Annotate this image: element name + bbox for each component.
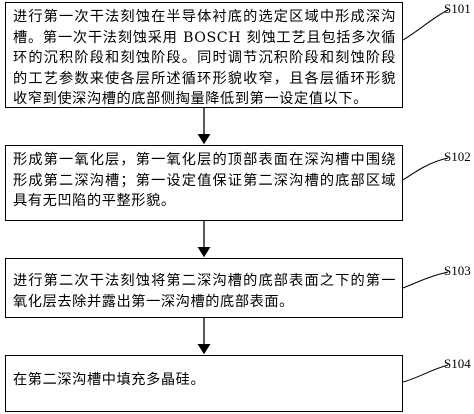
step-box-s101: 进行第一次干法刻蚀在半导体衬底的选定区域中形成深沟槽。第一次干法刻蚀采用 BOS… (5, 2, 403, 108)
step-label-s101: S101 (444, 1, 471, 16)
step-label-s102: S102 (444, 149, 471, 164)
step-box-s104: 在第二深沟槽中填充多晶硅。 (5, 355, 403, 412)
step-text-s102: 形成第一氧化层，第一氧化层的顶部表面在深沟槽中围绕形成第二深沟槽；第一设定值保证… (13, 152, 396, 209)
step-text-s104: 在第二深沟槽中填充多晶硅。 (13, 372, 206, 388)
leader-s103 (402, 271, 449, 289)
step-label-s104: S104 (444, 356, 471, 371)
step-label-s103: S103 (444, 263, 471, 278)
step-text-s101: 进行第一次干法刻蚀在半导体衬底的选定区域中形成深沟槽。第一次干法刻蚀采用 BOS… (13, 9, 396, 107)
step-box-s103: 进行第二次干法刻蚀将第二深沟槽的底部表面之下的第一氧化层去除并露出第一深沟槽的底… (5, 258, 403, 318)
leader-s102 (402, 157, 449, 181)
leader-s104 (402, 364, 449, 383)
step-text-s103: 进行第二次干法刻蚀将第二深沟槽的底部表面之下的第一氧化层去除并露出第一深沟槽的底… (13, 273, 396, 310)
step-box-s102: 形成第一氧化层，第一氧化层的顶部表面在深沟槽中围绕形成第二深沟槽；第一设定值保证… (5, 145, 403, 221)
leader-s101 (402, 9, 449, 41)
